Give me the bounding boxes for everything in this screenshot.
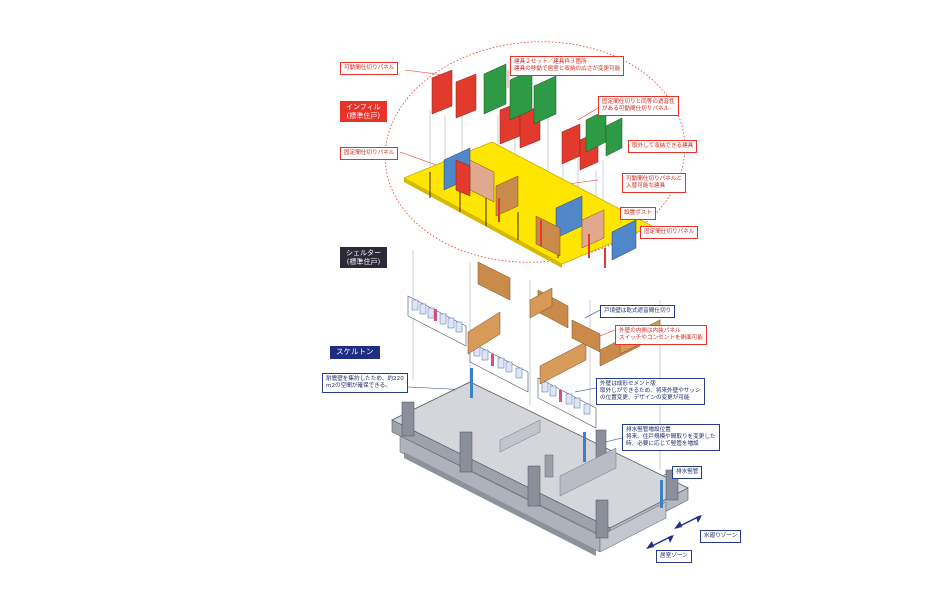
- label-movable-partition: 可動間仕切りパネル: [340, 62, 399, 75]
- shelter-title: シェルター: [346, 249, 381, 257]
- label-swappable-fixture: 可動間仕切りパネルと 入替可能な建具: [622, 173, 686, 193]
- label-water-zone: 水廻りゾーン: [700, 530, 742, 543]
- infill-title: インフィル: [346, 103, 381, 111]
- label-fixed-partition-right: 固定間仕切りパネル: [640, 226, 699, 239]
- label-drain-position: 排水竪管増設位置 将来、住戸規模や間取りを変更した 時、必要に応じて竪管を増設: [622, 424, 720, 451]
- label-removable-fixture: 取外して収納できる建具: [628, 140, 698, 153]
- infill-subtitle: (標準住戸): [346, 111, 381, 120]
- skeleton-section-tag: スケルトン: [330, 346, 380, 359]
- infill-section-tag: インフィル (標準住戸): [340, 101, 387, 122]
- label-living-zone: 居室ゾーン: [656, 550, 692, 563]
- label-inner-panel: 外壁の内側は内装パネル スイッチやコンセントを側面可能: [615, 325, 707, 345]
- infill-layer: [384, 41, 686, 268]
- label-drain-pipe: 排水竪管: [672, 466, 703, 479]
- shelter-subtitle: (標準住戸): [346, 257, 381, 266]
- skeleton-structure: [391, 368, 702, 556]
- label-same-soundproof: 固定間仕切りと同等の遮音性 がある可動間仕切りパネル: [598, 96, 679, 116]
- label-exterior-wall: 外壁は成形セメント版 取外しができるため、将来外壁やサッシ の位置変更、デザイン…: [596, 378, 705, 405]
- skeleton-title: スケルトン: [336, 347, 374, 356]
- label-fixtures-two-sets: 建具２セット／建具枠３箇所 建具の移動で居室と収納の広さが変更可能: [510, 56, 625, 76]
- label-install-post: 設置ポスト: [620, 207, 656, 220]
- shelter-section-tag: シェルター (標準住戸): [340, 247, 387, 268]
- label-fixed-partition: 固定間仕切りパネル: [340, 147, 399, 160]
- label-seismic-wall: 耐震壁を集約したため、約220 m2の空間が確保できる。: [322, 373, 408, 393]
- label-boundary-wall: 戸境壁は乾式遮音間仕切り: [600, 305, 676, 318]
